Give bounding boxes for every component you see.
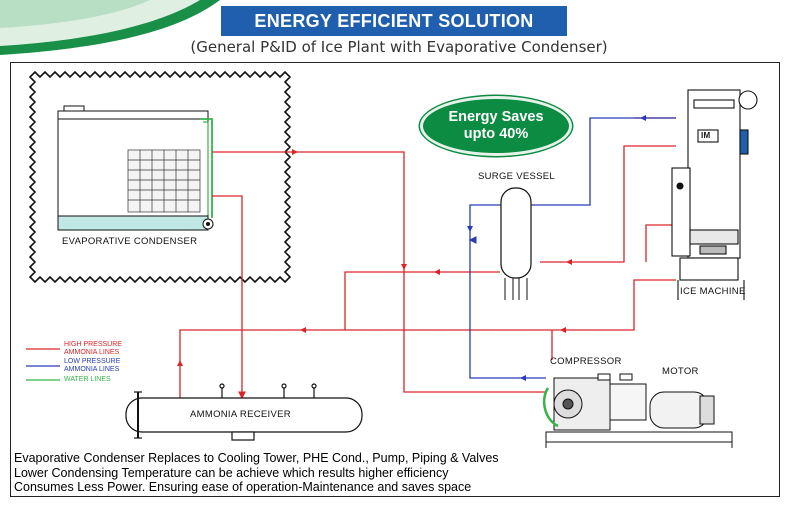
compressor-assembly xyxy=(542,373,733,448)
legend-low-pressure-line1: LOW PRESSURE xyxy=(64,358,121,365)
legend-low-pressure-line2: AMMONIA LINES xyxy=(64,366,120,373)
ice-machine xyxy=(671,89,758,300)
evaporative-condenser xyxy=(28,70,292,284)
ice-machine-tag: IM xyxy=(701,131,711,140)
legend-water-lines: WATER LINES xyxy=(64,376,111,383)
page-title: ENERGY EFFICIENT SOLUTION xyxy=(221,6,567,36)
note-line-2: Lower Condensing Temperature can be achi… xyxy=(14,465,449,480)
corner-leaf-decoration xyxy=(0,0,220,55)
energy-saving-badge: Energy Saves upto 40% xyxy=(420,96,572,156)
high-pressure-lines xyxy=(179,117,676,400)
legend-high-pressure-line2: AMMONIA LINES xyxy=(64,349,120,356)
surge-vessel-label: SURGE VESSEL xyxy=(478,171,555,182)
motor-label: MOTOR xyxy=(662,366,699,377)
evaporative-condenser-label: EVAPORATIVE CONDENSER xyxy=(62,236,198,247)
notes-block: Evaporative Condenser Replaces to Coolin… xyxy=(14,451,499,495)
legend-high-pressure: HIGH PRESSURE AMMONIA LINES xyxy=(64,341,122,357)
ammonia-receiver xyxy=(125,383,363,441)
ammonia-receiver-label: AMMONIA RECEIVER xyxy=(190,409,291,420)
note-line-1: Evaporative Condenser Replaces to Coolin… xyxy=(14,451,499,465)
surge-vessel xyxy=(500,187,532,300)
compressor-label: COMPRESSOR xyxy=(550,356,622,367)
legend-low-pressure: LOW PRESSURE AMMONIA LINES xyxy=(64,358,120,374)
ice-machine-label: ICE MACHINE xyxy=(680,286,746,297)
badge-line-1: Energy Saves xyxy=(448,109,544,125)
note-line-3: Consumes Less Power. Ensuring ease of op… xyxy=(14,480,472,494)
badge-line-2: upto 40% xyxy=(463,126,529,142)
legend-high-pressure-line1: HIGH PRESSURE xyxy=(64,341,122,348)
low-pressure-lines xyxy=(468,117,676,379)
page-subtitle: (General P&ID of Ice Plant with Evaporat… xyxy=(190,38,608,56)
legend xyxy=(26,348,60,381)
